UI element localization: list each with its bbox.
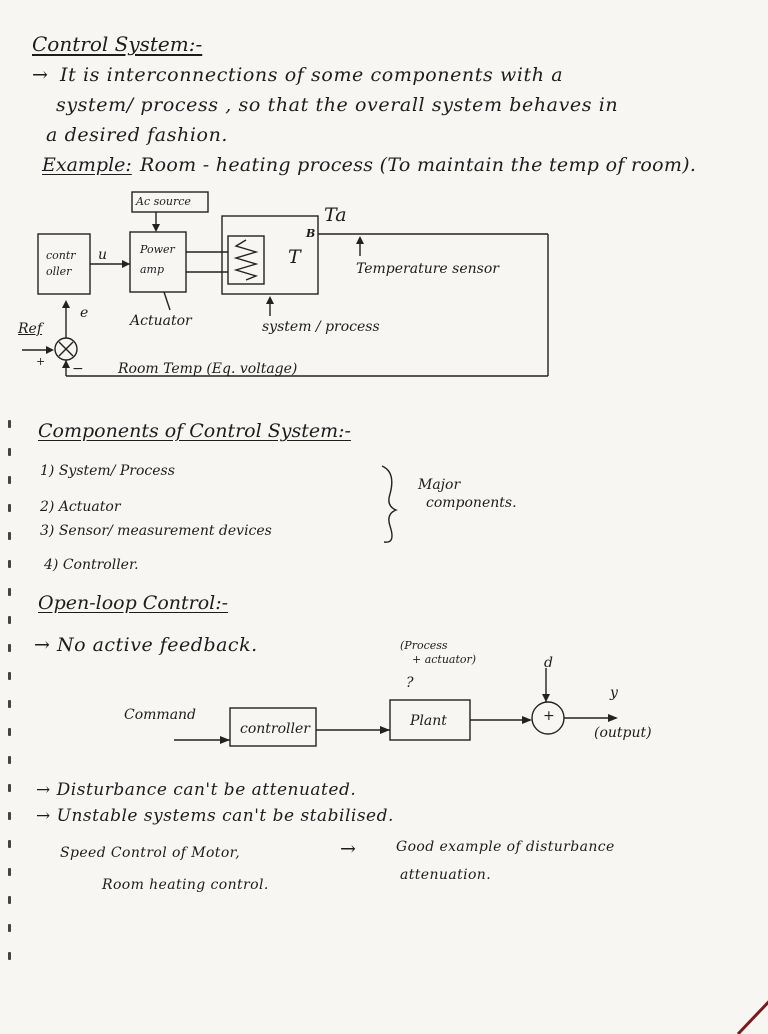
actuator-label: Actuator bbox=[130, 313, 192, 329]
ac-source-box bbox=[131, 191, 209, 213]
component-4: 4) Controller. bbox=[44, 557, 139, 573]
sum-plus: + bbox=[543, 708, 555, 724]
controller-label-bottom: oller bbox=[46, 265, 72, 278]
definition-arrow: → bbox=[32, 64, 48, 86]
major-label: Major bbox=[418, 477, 461, 493]
no-active-feedback: → No active feedback. bbox=[34, 634, 258, 656]
component-2: 2) Actuator bbox=[40, 499, 121, 515]
component-3: 3) Sensor/ measurement devices bbox=[40, 523, 272, 539]
controller-label-2: controller bbox=[240, 721, 310, 737]
attenuation-text: attenuation. bbox=[400, 867, 492, 883]
speed-control-motor: Speed Control of Motor, bbox=[60, 845, 241, 861]
definition-line-1: It is interconnections of some component… bbox=[60, 64, 564, 86]
example-text: Room - heating process (To maintain the … bbox=[140, 154, 697, 176]
bullet-disturbance: → Disturbance can't be attenuated. bbox=[36, 780, 357, 800]
ac-source-label: Ac source bbox=[136, 195, 191, 208]
output-y: y bbox=[610, 685, 618, 701]
page-corner-mark bbox=[736, 1000, 768, 1034]
control-signal-u: u bbox=[98, 247, 108, 263]
ambient-temp-Ta: Ta bbox=[324, 204, 347, 226]
plant-label: Plant bbox=[410, 713, 447, 729]
heading-open-loop: Open-loop Control:- bbox=[38, 592, 229, 614]
summing-junction-2 bbox=[531, 701, 565, 735]
power-amp-label-top: Power bbox=[140, 243, 175, 256]
room-box bbox=[221, 215, 319, 295]
room-temp-feedback-label: Room Temp (Eq. voltage) bbox=[118, 361, 298, 377]
definition-line-3: a desired fashion. bbox=[46, 124, 229, 146]
error-e: e bbox=[80, 305, 89, 321]
good-example-text: Good example of disturbance bbox=[396, 839, 615, 855]
controller-label-top: contr bbox=[46, 249, 76, 262]
heading-control-system: Control System:- bbox=[32, 32, 203, 56]
plus-sign: + bbox=[36, 355, 46, 368]
command-label: Command bbox=[124, 707, 197, 723]
power-amp-label-bottom: amp bbox=[140, 263, 165, 276]
arrow-to-good-example: → bbox=[340, 838, 356, 860]
controller-box-2 bbox=[229, 707, 317, 747]
bullet-unstable: → Unstable systems can't be stabilised. bbox=[36, 806, 394, 826]
components-label: components. bbox=[426, 495, 517, 511]
temperature-sensor-label: Temperature sensor bbox=[356, 261, 499, 277]
heading-components: Components of Control System:- bbox=[38, 420, 351, 442]
room-temp-T: T bbox=[288, 246, 301, 268]
heater-box bbox=[227, 235, 265, 285]
example-label: Example: bbox=[42, 154, 132, 176]
output-label: (output) bbox=[594, 725, 652, 741]
power-amp-box bbox=[129, 231, 187, 293]
point-B: B bbox=[306, 227, 316, 240]
actuator-label-2: + actuator) bbox=[412, 653, 477, 666]
definition-line-2: system/ process , so that the overall sy… bbox=[56, 94, 619, 116]
component-1: 1) System/ Process bbox=[40, 463, 175, 479]
system-process-label: system / process bbox=[262, 319, 380, 335]
question-mark: ? bbox=[406, 675, 414, 691]
disturbance-d: d bbox=[544, 655, 553, 671]
room-heating-control: Room heating control. bbox=[102, 877, 269, 893]
reference-label: Ref bbox=[18, 321, 43, 337]
process-label: (Process bbox=[400, 639, 448, 652]
binding-holes bbox=[8, 420, 12, 1010]
minus-sign: − bbox=[72, 361, 84, 377]
